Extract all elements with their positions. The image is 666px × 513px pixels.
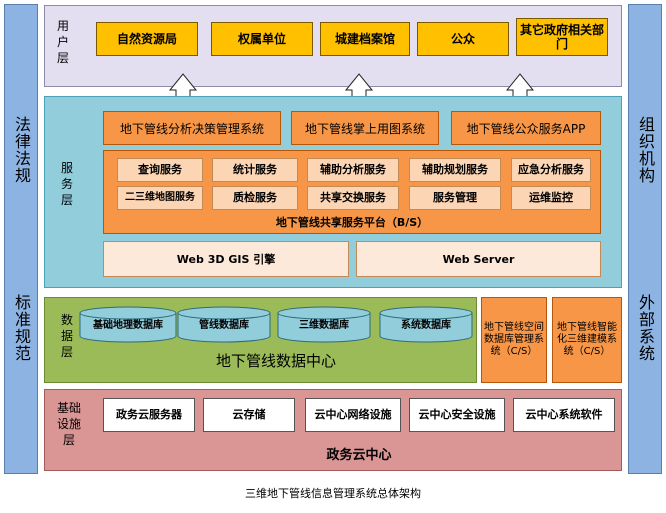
database-icon — [277, 306, 371, 343]
external-systems-label: 外部系统 — [636, 294, 655, 363]
service-layer-label: 服务层 — [60, 161, 73, 207]
service-box-analysis: 辅助分析服务 — [307, 158, 399, 182]
database-label-3d: 三维数据库 — [299, 320, 349, 331]
engine-box-web-server: Web Server — [356, 241, 601, 277]
organization-label: 组织机构 — [636, 115, 655, 184]
database-icon — [379, 306, 473, 343]
service-box-statistics: 统计服务 — [212, 158, 298, 182]
side-system-spatial-db: 地下管线空间数据库管理系统（C/S） — [481, 297, 547, 383]
app-box-public-app: 地下管线公众服务APP — [451, 111, 601, 145]
app-box-decision-system: 地下管线分析决策管理系统 — [103, 111, 281, 145]
service-box-exchange: 共享交换服务 — [307, 186, 399, 210]
infra-box-network: 云中心网络设施 — [305, 398, 401, 432]
user-box-ownership-units: 权属单位 — [211, 22, 313, 56]
side-system-3d-modeling: 地下管线智能化三维建模系统（C/S） — [552, 297, 622, 383]
service-box-2d3d-map: 二三维地图服务 — [117, 186, 203, 210]
app-box-mobile-system: 地下管线掌上用图系统 — [291, 111, 439, 145]
data-center-title: 地下管线数据中心 — [215, 352, 336, 370]
data-layer-label: 数据层 — [60, 313, 73, 359]
user-box-urban-archives: 城建档案馆 — [320, 22, 410, 56]
database-icon — [79, 306, 177, 343]
user-box-natural-resources: 自然资源局 — [96, 22, 198, 56]
user-layer-label: 用户层 — [56, 19, 69, 65]
cloud-center-title: 政务云中心 — [326, 448, 392, 463]
database-label-pipeline: 管线数据库 — [199, 320, 249, 331]
user-box-public: 公众 — [417, 22, 509, 56]
service-box-management: 服务管理 — [409, 186, 501, 210]
infra-box-cloud-storage: 云存储 — [203, 398, 295, 432]
infra-box-security: 云中心安全设施 — [409, 398, 505, 432]
service-box-monitoring: 运维监控 — [511, 186, 591, 210]
database-label-basic-geo: 基础地理数据库 — [93, 320, 163, 331]
infra-box-system-software: 云中心系统软件 — [513, 398, 615, 432]
engine-box-3d-gis: Web 3D GIS 引擎 — [103, 241, 349, 277]
user-box-other-govt: 其它政府相关部门 — [516, 18, 608, 56]
diagram-caption: 三维地下管线信息管理系统总体架构 — [245, 487, 421, 500]
service-box-emergency: 应急分析服务 — [511, 158, 591, 182]
database-label-system: 系统数据库 — [401, 320, 451, 331]
database-icon — [177, 306, 271, 343]
service-box-query: 查询服务 — [117, 158, 203, 182]
standards-label: 标准规范 — [12, 294, 31, 363]
left-side-column: 法律法规 标准规范 — [4, 4, 38, 474]
infra-box-cloud-server: 政务云服务器 — [103, 398, 195, 432]
service-box-qc: 质检服务 — [212, 186, 298, 210]
laws-regulations-label: 法律法规 — [12, 115, 31, 184]
platform-title: 地下管线共享服务平台（B/S） — [275, 216, 429, 229]
service-box-planning: 辅助规划服务 — [409, 158, 501, 182]
right-side-column: 组织机构 外部系统 — [628, 4, 662, 474]
infrastructure-layer-label: 基础设施层 — [56, 401, 81, 447]
